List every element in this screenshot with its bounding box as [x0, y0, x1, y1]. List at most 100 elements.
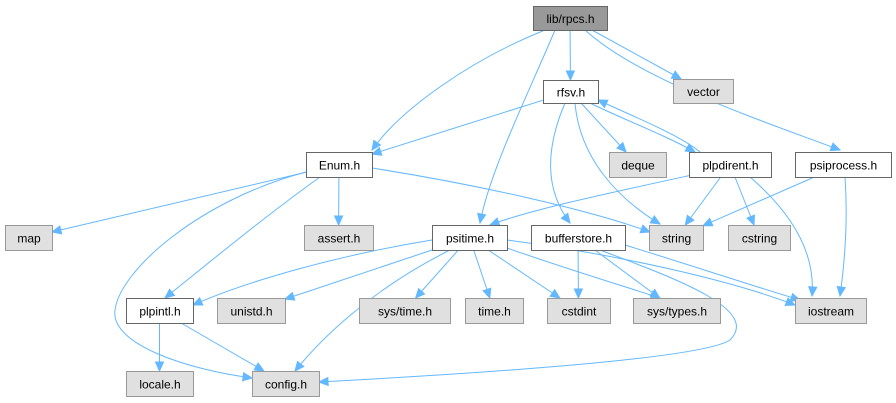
edge-psiprocess-to-string [701, 176, 815, 227]
edge-line [371, 167, 651, 233]
edge-line [51, 171, 307, 233]
node-label: Enum.h [319, 159, 360, 173]
node-box [126, 371, 194, 397]
node-enum[interactable]: Enum.h [306, 152, 373, 178]
node-box [633, 298, 721, 324]
node-label: vector [687, 85, 720, 99]
edge-psitime-to-systime [414, 249, 459, 299]
node-rpcs[interactable]: lib/rpcs.h [533, 6, 608, 31]
arrowhead-icon [684, 143, 697, 153]
node-box[interactable] [306, 152, 373, 178]
edge-rpcs-to-psitime [477, 29, 556, 225]
node-label: lib/rpcs.h [546, 12, 594, 26]
edge-rfsv-to-enum [370, 99, 544, 156]
node-box[interactable] [543, 80, 599, 104]
node-box [547, 298, 611, 324]
arrowhead-icon [746, 214, 755, 227]
edge-bufferstore-to-cstdint [573, 249, 584, 300]
node-plpintl[interactable]: plpintl.h [126, 298, 194, 324]
edge-enum-to-assert [333, 176, 344, 227]
arrowhead-icon [333, 215, 344, 227]
node-label: config.h [265, 378, 307, 392]
edge-line [294, 249, 451, 372]
node-box[interactable] [531, 225, 626, 251]
node-systypes: sys/types.h [633, 298, 721, 324]
arrowhead-icon [488, 217, 501, 227]
node-label: plpintl.h [139, 305, 180, 319]
arrowhead-icon [670, 70, 683, 80]
node-map: map [5, 225, 53, 251]
node-box [609, 152, 667, 178]
edge-line [192, 239, 433, 306]
edge-line [114, 171, 307, 379]
node-locale: locale.h [126, 371, 194, 397]
node-timeh: time.h [465, 298, 524, 324]
edge-line [684, 176, 722, 226]
arrowhead-icon [482, 287, 492, 300]
edge-bufferstore-to-config [317, 249, 737, 387]
arrowhead-icon [317, 376, 329, 387]
node-box [465, 298, 524, 324]
edge-line [591, 29, 682, 80]
edge-plpdirent-to-iostream [749, 176, 818, 298]
edge-psitime-to-systypes [506, 247, 662, 300]
node-label: cstdint [562, 305, 597, 319]
node-box[interactable] [126, 298, 194, 324]
node-box [795, 298, 867, 324]
node-label: bufferstore.h [545, 232, 612, 246]
node-deque: deque [609, 152, 667, 178]
node-plpdirent[interactable]: plpdirent.h [689, 152, 772, 178]
edge-enum-to-config [114, 171, 307, 382]
node-label: sys/types.h [647, 305, 707, 319]
arrowhead-icon [565, 70, 576, 82]
node-label: sys/time.h [378, 305, 432, 319]
edge-line [180, 322, 265, 372]
edge-rfsv-to-deque [580, 102, 627, 153]
edge-plpdirent-to-string [684, 176, 722, 226]
node-box[interactable] [689, 152, 772, 178]
edge-line [371, 29, 546, 151]
edge-rpcs-to-enum [371, 29, 546, 152]
arrowhead-icon [164, 288, 176, 299]
arrowhead-icon [50, 225, 63, 235]
node-label: psiprocess.h [810, 159, 877, 173]
node-bufferstore[interactable]: bufferstore.h [531, 225, 626, 251]
arrowhead-icon [549, 288, 561, 299]
edge-line [589, 102, 696, 153]
node-psitime[interactable]: psitime.h [432, 225, 508, 251]
edge-line [550, 102, 571, 224]
node-box[interactable] [795, 152, 892, 178]
arrowhead-icon [639, 224, 652, 234]
node-box [359, 298, 451, 324]
arrowhead-icon [836, 285, 847, 298]
node-box [728, 225, 791, 251]
arrowhead-icon [154, 361, 165, 373]
arrowhead-icon [477, 212, 487, 225]
node-box[interactable] [432, 225, 508, 251]
node-rfsv[interactable]: rfsv.h [543, 80, 599, 104]
edge-psitime-to-cstdint [487, 249, 561, 299]
node-config: config.h [252, 371, 320, 397]
edge-rpcs-to-vector [591, 29, 683, 80]
arrowhead-icon [414, 287, 426, 299]
node-label: time.h [478, 305, 511, 319]
edge-line [164, 176, 321, 299]
edge-line [489, 174, 693, 226]
node-psiprocess[interactable]: psiprocess.h [795, 152, 892, 178]
edge-line [702, 176, 815, 227]
node-box[interactable] [533, 6, 608, 31]
node-box [304, 225, 374, 251]
arrowhead-icon [829, 142, 842, 152]
edge-line [415, 249, 459, 299]
arrowhead-icon [596, 99, 609, 109]
node-cstring: cstring [728, 225, 791, 251]
edge-line [479, 29, 556, 224]
edge-psitime-to-config [294, 249, 451, 372]
arrowhead-icon [649, 215, 662, 225]
node-label: assert.h [318, 232, 361, 246]
arrowhead-icon [649, 288, 661, 299]
edge-line [487, 249, 561, 299]
node-label: psitime.h [446, 232, 494, 246]
